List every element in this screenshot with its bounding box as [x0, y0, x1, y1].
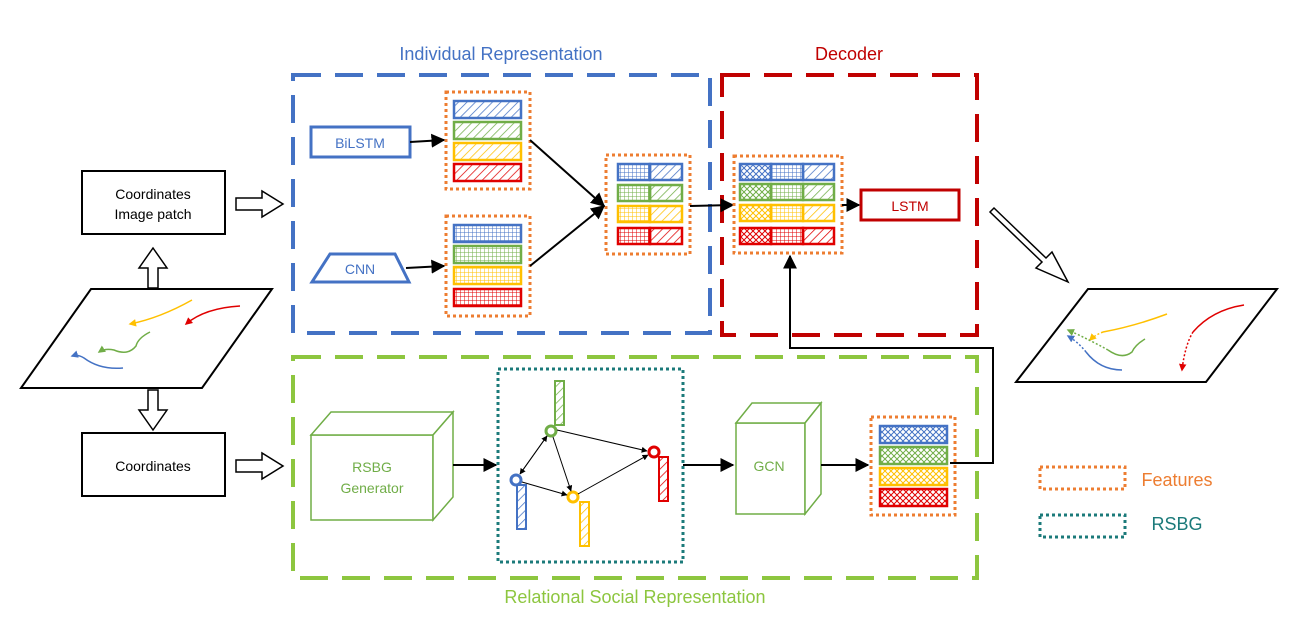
right-hollow-arrow-top [235, 189, 285, 219]
lstm-label: LSTM [891, 198, 928, 214]
rsbg-edge-yellow-red [577, 454, 649, 495]
gcn-feature-blue [878, 424, 949, 445]
input-scene-plane [19, 288, 274, 389]
arrow-cnn-features-to-concat [529, 205, 606, 267]
output-trajectory-yellow [1102, 313, 1168, 333]
decoder-feature-blue [738, 162, 836, 182]
input-trajectory-blue [70, 350, 124, 370]
coordinates-image-patch-box [81, 170, 226, 235]
decoder-title: Decoder [815, 44, 883, 64]
legend-rsbg-swatch [1038, 513, 1127, 539]
rsbg-node-yellow [566, 490, 580, 504]
down-hollow-arrow [137, 389, 169, 432]
gcn-feature-yellow [878, 466, 949, 487]
arrow-bilstm-to-features [409, 133, 446, 148]
rsbg-edge-blue-yellow [521, 481, 568, 497]
relational-representation-region [291, 355, 979, 580]
cnn-feature-yellow [452, 265, 523, 286]
rsbg-graph-frame [496, 367, 685, 564]
concat-feature-blue [616, 162, 684, 182]
output-scene-plane [1013, 288, 1280, 383]
bilstm-box [309, 125, 412, 159]
output-hollow-arrow [988, 206, 1070, 284]
rsbg-node-green [544, 424, 558, 438]
individual-representation-title: Individual Representation [399, 44, 602, 64]
arrow-bilstm-features-to-concat [529, 139, 606, 207]
coordinates-label: Coordinates [115, 458, 191, 474]
right-hollow-arrow-bottom [235, 451, 285, 481]
output-trajectory-green-pred [1066, 329, 1109, 351]
bilstm-feature-yellow [452, 141, 523, 162]
gcn-label: GCN [753, 458, 784, 474]
cnn-label: CNN [345, 261, 375, 277]
arrow-gcn-features-to-decoder [783, 254, 994, 464]
output-trajectory-blue-pred [1066, 335, 1087, 353]
cnn-trapezoid [309, 252, 412, 284]
arrow-cnn-to-features [405, 259, 446, 274]
output-trajectory-green [1107, 338, 1146, 357]
gcn-feature-green [878, 445, 949, 466]
individual-representation-region [291, 73, 712, 335]
output-trajectory-blue [1085, 351, 1123, 371]
arrow-concat-to-decoder [689, 198, 735, 213]
rsbg-generator-label-line2: Generator [340, 480, 403, 496]
rsbg-node-yellow-feature [579, 501, 590, 547]
rsbg-node-blue-feature [516, 484, 527, 530]
lstm-box [859, 188, 961, 222]
bilstm-feature-red [452, 162, 523, 183]
gcn-cube [734, 400, 823, 517]
cnn-feature-blue [452, 223, 523, 244]
concat-feature-yellow [616, 204, 684, 224]
up-hollow-arrow [137, 246, 169, 289]
rsbg-node-green-feature [554, 380, 565, 426]
decoder-feature-green [738, 182, 836, 202]
output-trajectory-yellow-pred [1088, 331, 1104, 342]
legend-features-swatch [1038, 465, 1127, 491]
input-trajectory-green [97, 331, 151, 353]
relational-representation-title: Relational Social Representation [504, 587, 765, 607]
coordinates-image-patch-label-line1: Coordinates [115, 186, 191, 202]
decoder-feature-yellow [738, 203, 836, 223]
decoder-feature-red [738, 226, 836, 246]
legend-rsbg-label: RSBG [1151, 514, 1202, 534]
rsbg-edge-green-red [556, 429, 648, 453]
input-trajectory-yellow [128, 299, 193, 327]
rsbg-generator-cube [309, 409, 455, 523]
gcn-features-frame [869, 415, 957, 517]
rsbg-node-red-feature [658, 456, 669, 502]
coordinates-image-patch-label-line2: Image patch [114, 206, 191, 222]
concat-feature-red [616, 226, 684, 246]
bilstm-feature-blue [452, 99, 523, 120]
rsbg-edge-green-yellow [552, 436, 573, 492]
coordinates-box [81, 432, 226, 497]
gcn-feature-red [878, 487, 949, 508]
concat-features-frame [604, 153, 692, 256]
rsbg-node-blue [509, 473, 523, 487]
cnn-feature-red [452, 287, 523, 308]
output-trajectory-red-pred [1178, 331, 1194, 372]
concat-feature-green [616, 183, 684, 203]
cnn-feature-green [452, 244, 523, 265]
rsbg-node-red [647, 445, 661, 459]
rsbg-edge-blue-green [519, 435, 548, 475]
rsbg-generator-label-line1: RSBG [352, 459, 392, 475]
legend-features-label: Features [1141, 470, 1212, 490]
input-trajectory-red [184, 305, 241, 325]
output-trajectory-red [1192, 304, 1245, 333]
bilstm-label: BiLSTM [335, 135, 385, 151]
bilstm-feature-green [452, 120, 523, 141]
